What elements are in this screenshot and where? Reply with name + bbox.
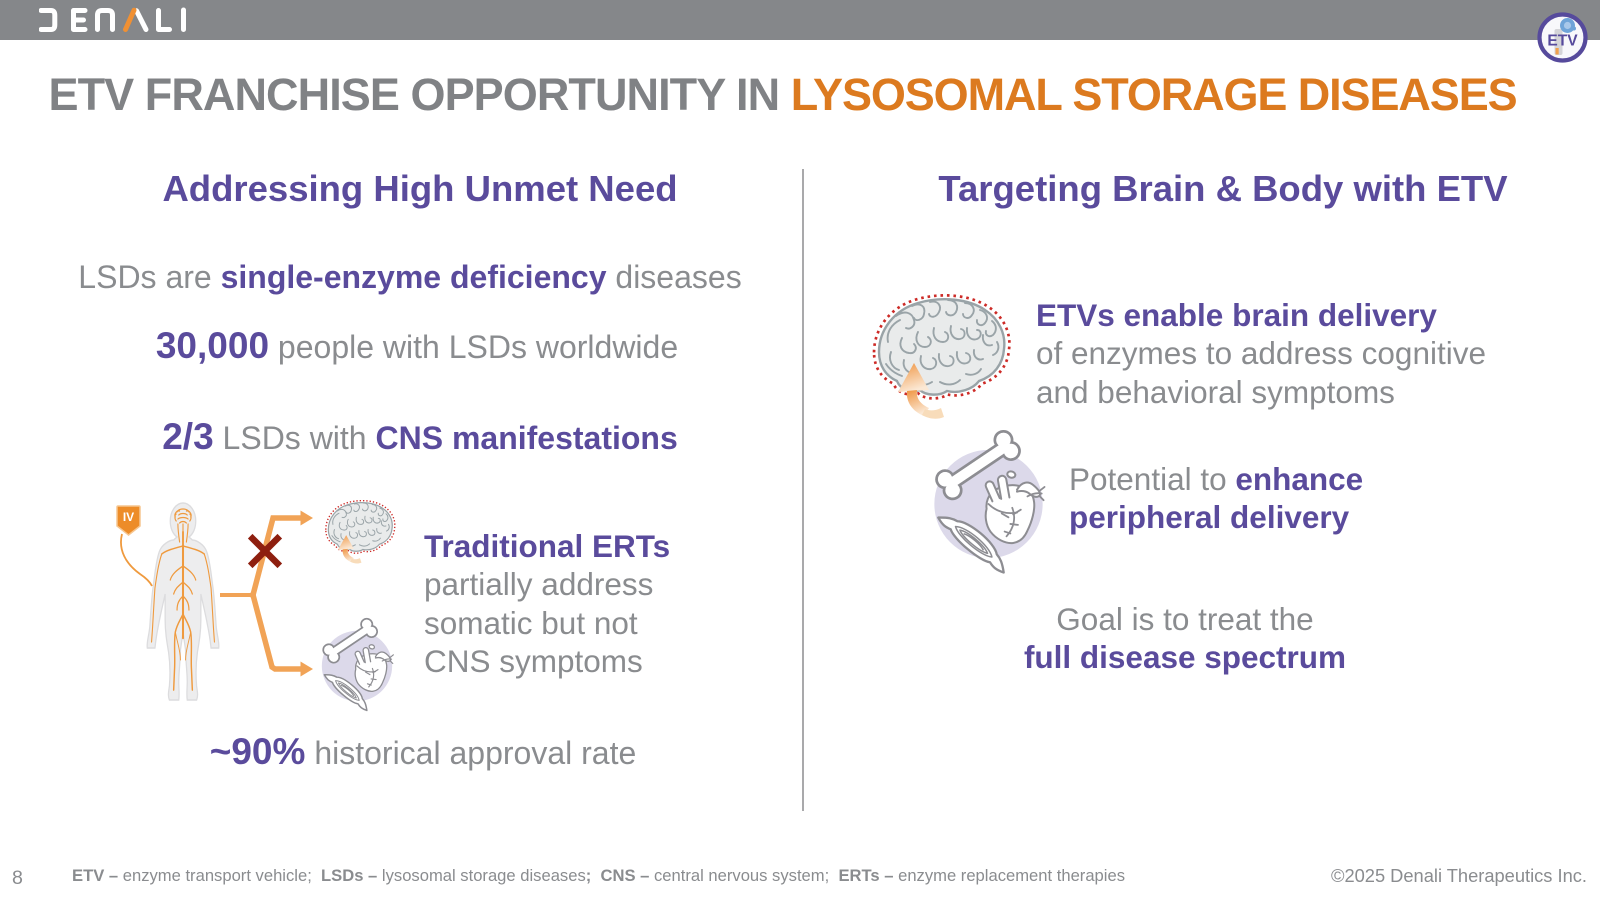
svg-text:ETV: ETV: [1547, 33, 1578, 50]
svg-text:IV: IV: [123, 510, 134, 524]
